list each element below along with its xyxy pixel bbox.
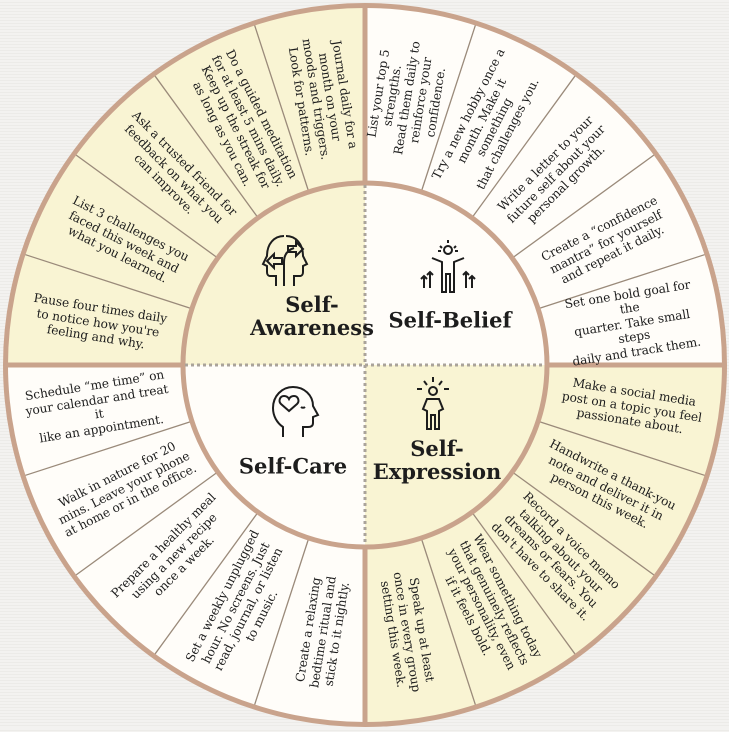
- segment-divider: [75, 472, 217, 576]
- quadrant-title-expression: Self- Expression: [372, 436, 502, 484]
- segment-divider: [154, 75, 258, 217]
- segment-divider: [25, 421, 191, 476]
- two-heads-exchange-icon: [254, 232, 316, 292]
- head-heart-icon: [265, 383, 321, 443]
- segment-divider: [539, 254, 705, 309]
- segment-divider: [75, 154, 217, 258]
- segment-divider: [539, 421, 705, 476]
- quadrant-ring-care: [8, 365, 365, 722]
- segment-divider: [513, 154, 655, 258]
- quadrant-ring-expression: [365, 365, 722, 722]
- radiant-person-icon: [405, 375, 461, 435]
- segment-divider: [472, 75, 576, 217]
- quadrant-title-belief: Self-Belief: [388, 307, 512, 333]
- person-rising-arrows-icon: [418, 238, 478, 298]
- segment-divider: [254, 539, 309, 705]
- inner-ring-border: [180, 180, 550, 550]
- quadrant-title-care: Self-Care: [238, 453, 348, 479]
- segment-divider: [25, 254, 191, 309]
- quadrant-ring-awareness: [8, 8, 365, 365]
- segment-divider: [254, 25, 309, 191]
- segment-divider: [154, 513, 258, 655]
- segment-divider: [421, 539, 476, 705]
- segment-divider: [513, 472, 655, 576]
- segment-divider: [472, 513, 576, 655]
- segment-divider: [421, 25, 476, 191]
- quadrant-center-expression: [365, 365, 545, 545]
- quadrant-title-awareness: Self- Awareness: [250, 292, 374, 340]
- quadrant-center-care: [185, 365, 365, 545]
- quadrant-ring-belief: [365, 8, 722, 365]
